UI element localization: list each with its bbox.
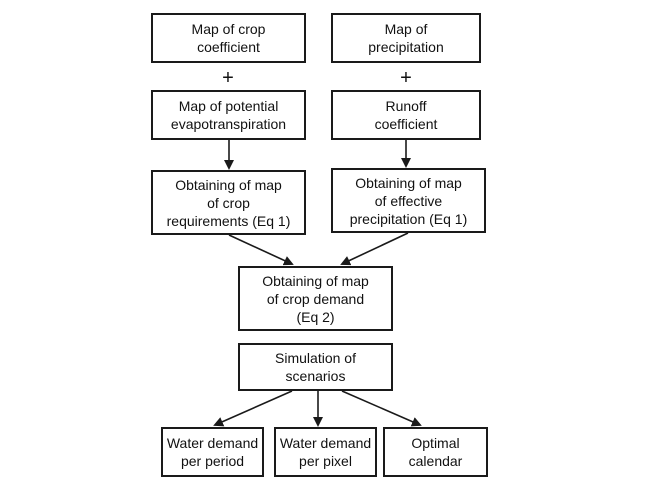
box-line: coefficient — [197, 39, 260, 55]
box-line: Optimal — [411, 435, 460, 451]
box-line: of crop — [207, 194, 250, 211]
box-line: Water demand — [279, 435, 372, 451]
box-simulation-scenarios: Simulation of scenarios — [238, 343, 393, 391]
box-runoff-coefficient: Runoff coefficient — [331, 90, 481, 140]
box-crop-requirements: Obtaining of map of crop requirements (E… — [151, 170, 306, 235]
box-effective-precipitation: Obtaining of map of effective precipitat… — [331, 168, 486, 233]
box-line: scenarios — [285, 368, 346, 384]
box-line: per pixel — [299, 453, 352, 469]
box-water-demand-pixel: Water demand per pixel — [274, 427, 377, 477]
box-line: Map of — [384, 21, 428, 37]
box-line: calendar — [408, 453, 463, 469]
box-line: (Eq 2) — [296, 308, 335, 325]
box-line: Water demand — [166, 435, 259, 451]
box-line: Obtaining of map — [355, 174, 462, 191]
box-line: evapotranspiration — [170, 116, 287, 132]
box-line: per period — [180, 453, 245, 469]
box-line: requirements (Eq 1) — [166, 212, 291, 229]
box-line: Map of crop — [191, 21, 266, 37]
arrow-simulation-to-period — [213, 390, 293, 427]
box-map-crop-coefficient: Map of crop coefficient — [151, 13, 306, 63]
box-line: of crop demand — [266, 290, 365, 307]
box-line: Obtaining of map — [175, 176, 282, 193]
box-optimal-calendar: Optimal calendar — [383, 427, 488, 477]
box-line: Runoff — [385, 98, 427, 114]
plus-operator-right: + — [400, 67, 412, 89]
arrow-simulation-to-calendar — [341, 390, 422, 427]
plus-operator-left: + — [222, 67, 234, 89]
box-map-precipitation: Map of precipitation — [331, 13, 481, 63]
box-map-potential-evapotranspiration: Map of potential evapotranspiration — [151, 90, 306, 140]
box-line: Obtaining of map — [262, 272, 369, 289]
box-line: of effective — [374, 192, 443, 209]
box-line: Map of potential — [178, 98, 279, 114]
box-water-demand-period: Water demand per period — [161, 427, 264, 477]
box-line: precipitation (Eq 1) — [349, 210, 468, 227]
arrow-effective-to-demand — [340, 232, 409, 266]
box-line: Simulation of — [275, 350, 356, 366]
arrow-requirements-to-demand — [228, 234, 294, 266]
box-line: precipitation — [368, 39, 444, 55]
box-crop-demand: Obtaining of map of crop demand (Eq 2) — [238, 266, 393, 331]
box-line: coefficient — [374, 116, 438, 132]
